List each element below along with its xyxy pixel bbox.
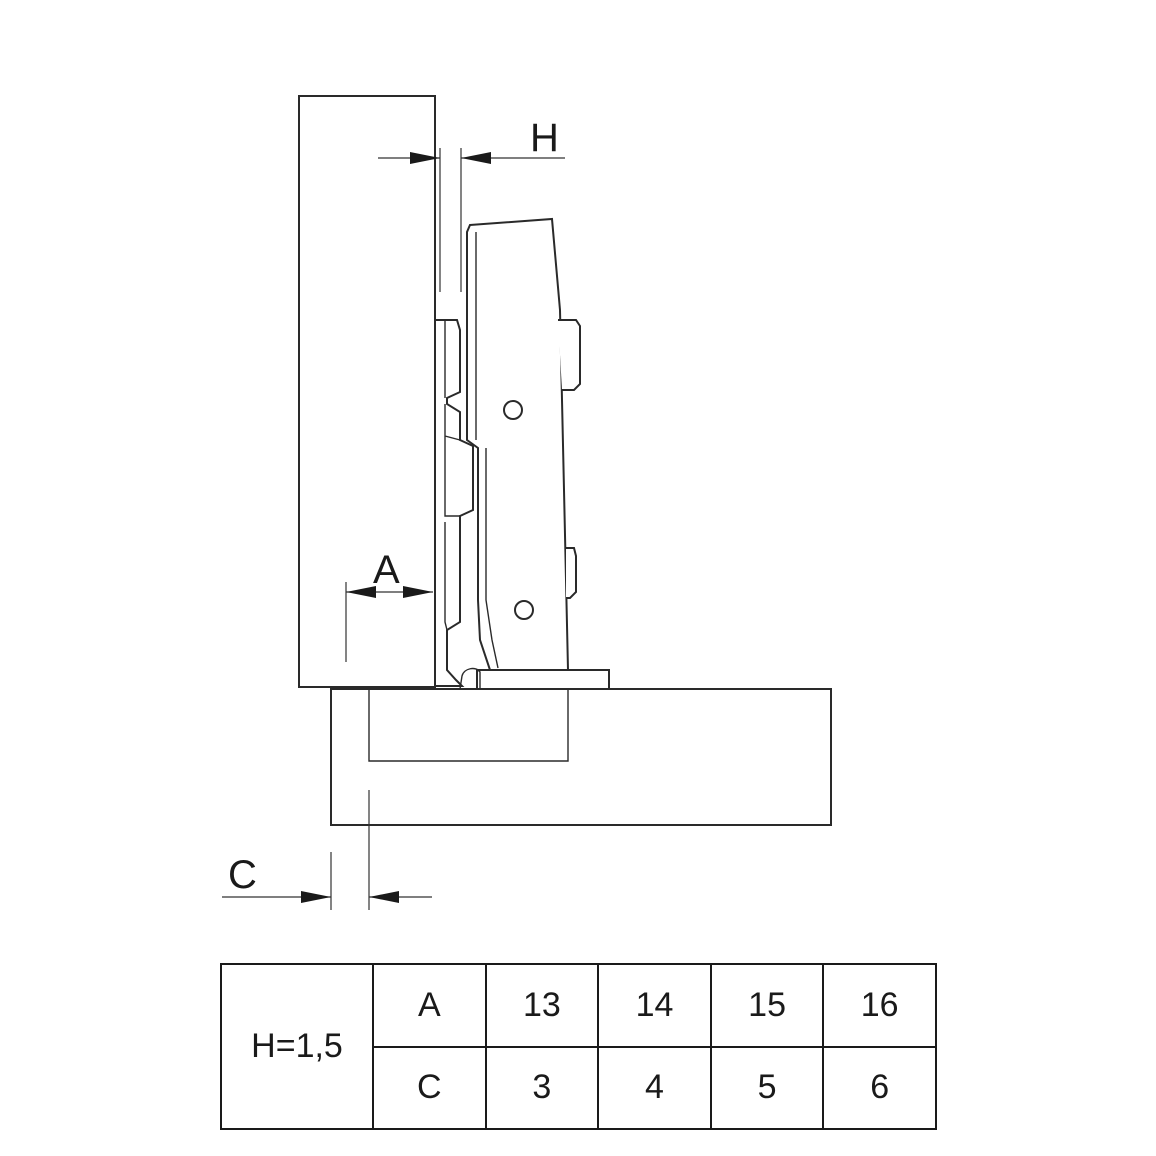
a-label: A (373, 548, 400, 592)
h-arrow-right (461, 152, 491, 164)
h-extension-lines (439, 148, 462, 292)
hinge-arm-edge (475, 232, 499, 669)
c-extension-lines (330, 790, 370, 910)
dimension-table: H=1,5 A 13 14 15 16 C 3 4 5 6 (220, 963, 937, 1130)
param-cell: A (372, 963, 487, 1048)
a-arrow-right (403, 586, 433, 598)
value-cell: 6 (822, 1045, 937, 1130)
param-cell: C (372, 1045, 487, 1130)
value-cell: 15 (709, 963, 825, 1048)
value-cell: 14 (597, 963, 712, 1048)
c-arrow-right (369, 891, 399, 903)
upper-screw-hole (503, 400, 523, 420)
hinge-spring-block (558, 319, 581, 391)
cabinet-side-panel (330, 688, 832, 826)
h-arrow-left (410, 152, 440, 164)
lower-screw-hole (514, 600, 534, 620)
table-row: C 3 4 5 6 (221, 1045, 937, 1130)
table-row: H=1,5 A 13 14 15 16 (220, 963, 937, 1130)
door-panel (298, 95, 436, 688)
hinge-arm (466, 217, 570, 671)
c-label: C (228, 853, 257, 897)
mounting-plate (476, 669, 610, 690)
a-arrow-left (346, 586, 376, 598)
side-panel-recess (368, 689, 569, 762)
hinge-cup-steps (444, 320, 461, 631)
overlay-cell: H=1,5 (220, 963, 374, 1130)
hinge-adjust-tab (566, 547, 577, 599)
value-cell: 5 (709, 1045, 825, 1130)
value-cell: 16 (822, 963, 937, 1048)
value-cell: 13 (484, 963, 600, 1048)
value-cell: 4 (597, 1045, 712, 1130)
c-arrow-left (301, 891, 331, 903)
h-label: H (530, 116, 559, 160)
value-cell: 3 (484, 1045, 600, 1130)
mounting-plate-knuckle (459, 667, 481, 690)
